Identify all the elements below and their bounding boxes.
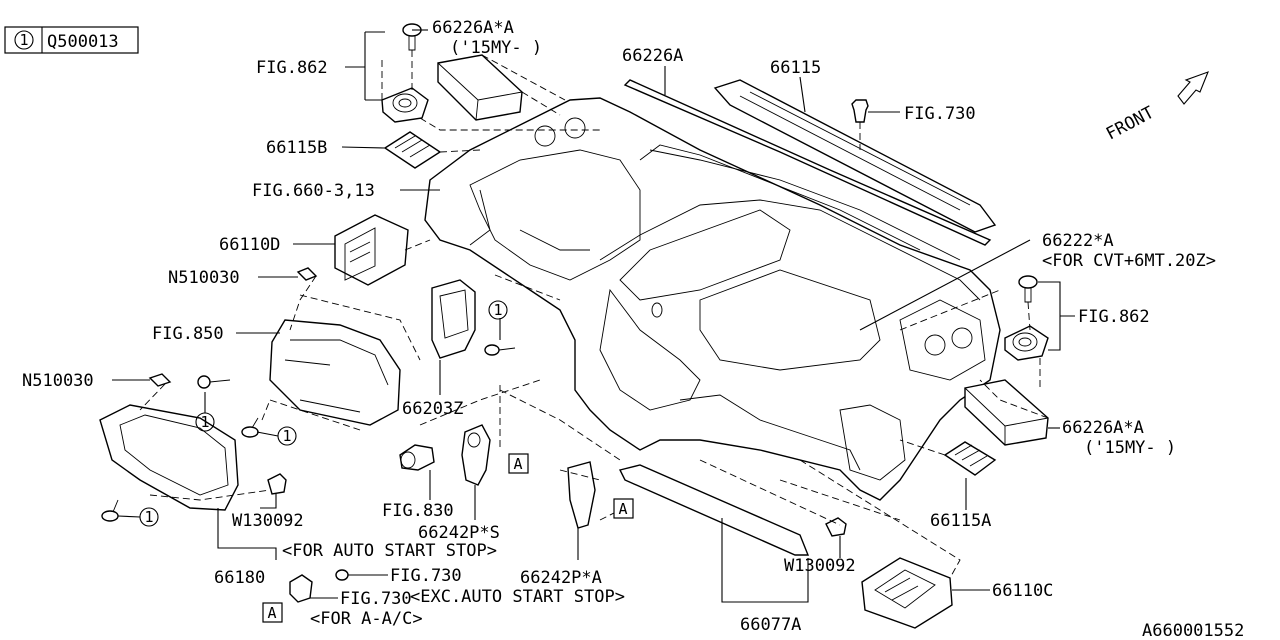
clip-fig730-top: [851, 99, 869, 123]
front-label: FRONT: [1103, 103, 1158, 145]
box-a-2: A: [618, 500, 627, 518]
vent-66115A: [943, 441, 997, 476]
legend-box: 1 Q500013: [4, 26, 139, 54]
label-fig862-right: FIG.862: [1078, 307, 1150, 327]
label-fig730-b: FIG.730: [340, 589, 412, 609]
vent-66115B: [383, 131, 442, 169]
screws-meter: [101, 344, 516, 522]
pad-66226AA-top: [437, 54, 523, 121]
clip-n510030-a: [296, 267, 318, 281]
label-66242PA: 66242P*A: [520, 568, 602, 588]
label-15my-right: ('15MY- ): [1084, 438, 1176, 458]
label-n510030-b: N510030: [22, 371, 94, 391]
label-66110C: 66110C: [992, 581, 1053, 601]
clip-n510030-b: [148, 373, 172, 387]
vent-66110D: [334, 214, 409, 286]
ref-circle-1-c: 1: [282, 427, 291, 445]
label-w130092-a: W130092: [232, 511, 304, 531]
meter-assembly: [269, 319, 401, 426]
lower-cover-66077A: [618, 464, 810, 556]
label-for-aac: <FOR A-A/C>: [310, 609, 423, 629]
label-15my-top: ('15MY- ): [450, 38, 542, 58]
bracket-66203Z: [431, 279, 476, 359]
box-a-callouts: A A A: [262, 453, 634, 623]
pad-66226AA-right: [964, 379, 1049, 446]
label-66077A: 66077A: [740, 615, 801, 635]
label-66226A: 66226A: [622, 46, 683, 66]
panel-66242PA: [567, 461, 596, 529]
label-66226AA-right: 66226A*A: [1062, 418, 1144, 438]
label-66180: 66180: [214, 568, 265, 588]
speaker-cover-top: [381, 87, 429, 123]
label-for-auto-start-stop: <FOR AUTO START STOP>: [282, 541, 497, 561]
vent-66110C: [861, 557, 953, 629]
ref-circle-1-a: 1: [493, 301, 502, 319]
label-66110D: 66110D: [219, 235, 280, 255]
box-a-3: A: [267, 604, 276, 622]
legend-circle-number: 1: [19, 31, 28, 49]
switch-fig830: [399, 444, 435, 471]
instrument-panel: [424, 97, 1001, 501]
box-a-1: A: [513, 455, 522, 473]
panel-66242PS: [461, 424, 491, 486]
part-labels: FIG.862 66226A*A ('15MY- ) 66226A 66115 …: [22, 18, 1244, 640]
ref-circle-1-b: 1: [200, 413, 209, 431]
label-for-cvt: <FOR CVT+6MT.20Z>: [1042, 251, 1216, 271]
reference-code: A660001552: [1142, 621, 1244, 640]
leader-lines: [112, 29, 1075, 603]
dashed-guides: [139, 50, 1049, 579]
label-n510030-a: N510030: [168, 268, 240, 288]
label-66115A: 66115A: [930, 511, 991, 531]
screw-right: [1018, 275, 1038, 303]
label-fig850: FIG.850: [152, 324, 224, 344]
label-fig830: FIG.830: [382, 501, 454, 521]
front-indicator: FRONT: [1103, 71, 1209, 145]
label-66203Z: 66203Z: [402, 399, 463, 419]
label-66242PS: 66242P*S: [418, 523, 500, 543]
label-66222A: 66222*A: [1042, 231, 1114, 251]
clip-w130092-a: [267, 473, 287, 495]
label-66115B: 66115B: [266, 138, 327, 158]
label-fig730-a: FIG.730: [390, 566, 462, 586]
label-w130092-b: W130092: [784, 556, 856, 576]
label-fig862-top: FIG.862: [256, 58, 328, 78]
label-exc-auto-start-stop: <EXC.AUTO START STOP>: [410, 587, 625, 607]
label-fig730-top: FIG.730: [904, 104, 976, 124]
label-fig660: FIG.660-3,13: [252, 181, 375, 201]
ref-circles: 1 1 1 1: [117, 300, 508, 527]
dash-strip-66226A: [623, 79, 992, 246]
visor-66180: [99, 404, 239, 511]
ref-circle-1-d: 1: [144, 508, 153, 526]
legend-code: Q500013: [47, 32, 119, 52]
clip-w130092-b: [825, 517, 847, 537]
screw-top: [402, 23, 422, 51]
label-66115: 66115: [770, 58, 821, 78]
speaker-cover-right: [1004, 325, 1049, 361]
label-66226AA-top: 66226A*A: [432, 18, 514, 38]
